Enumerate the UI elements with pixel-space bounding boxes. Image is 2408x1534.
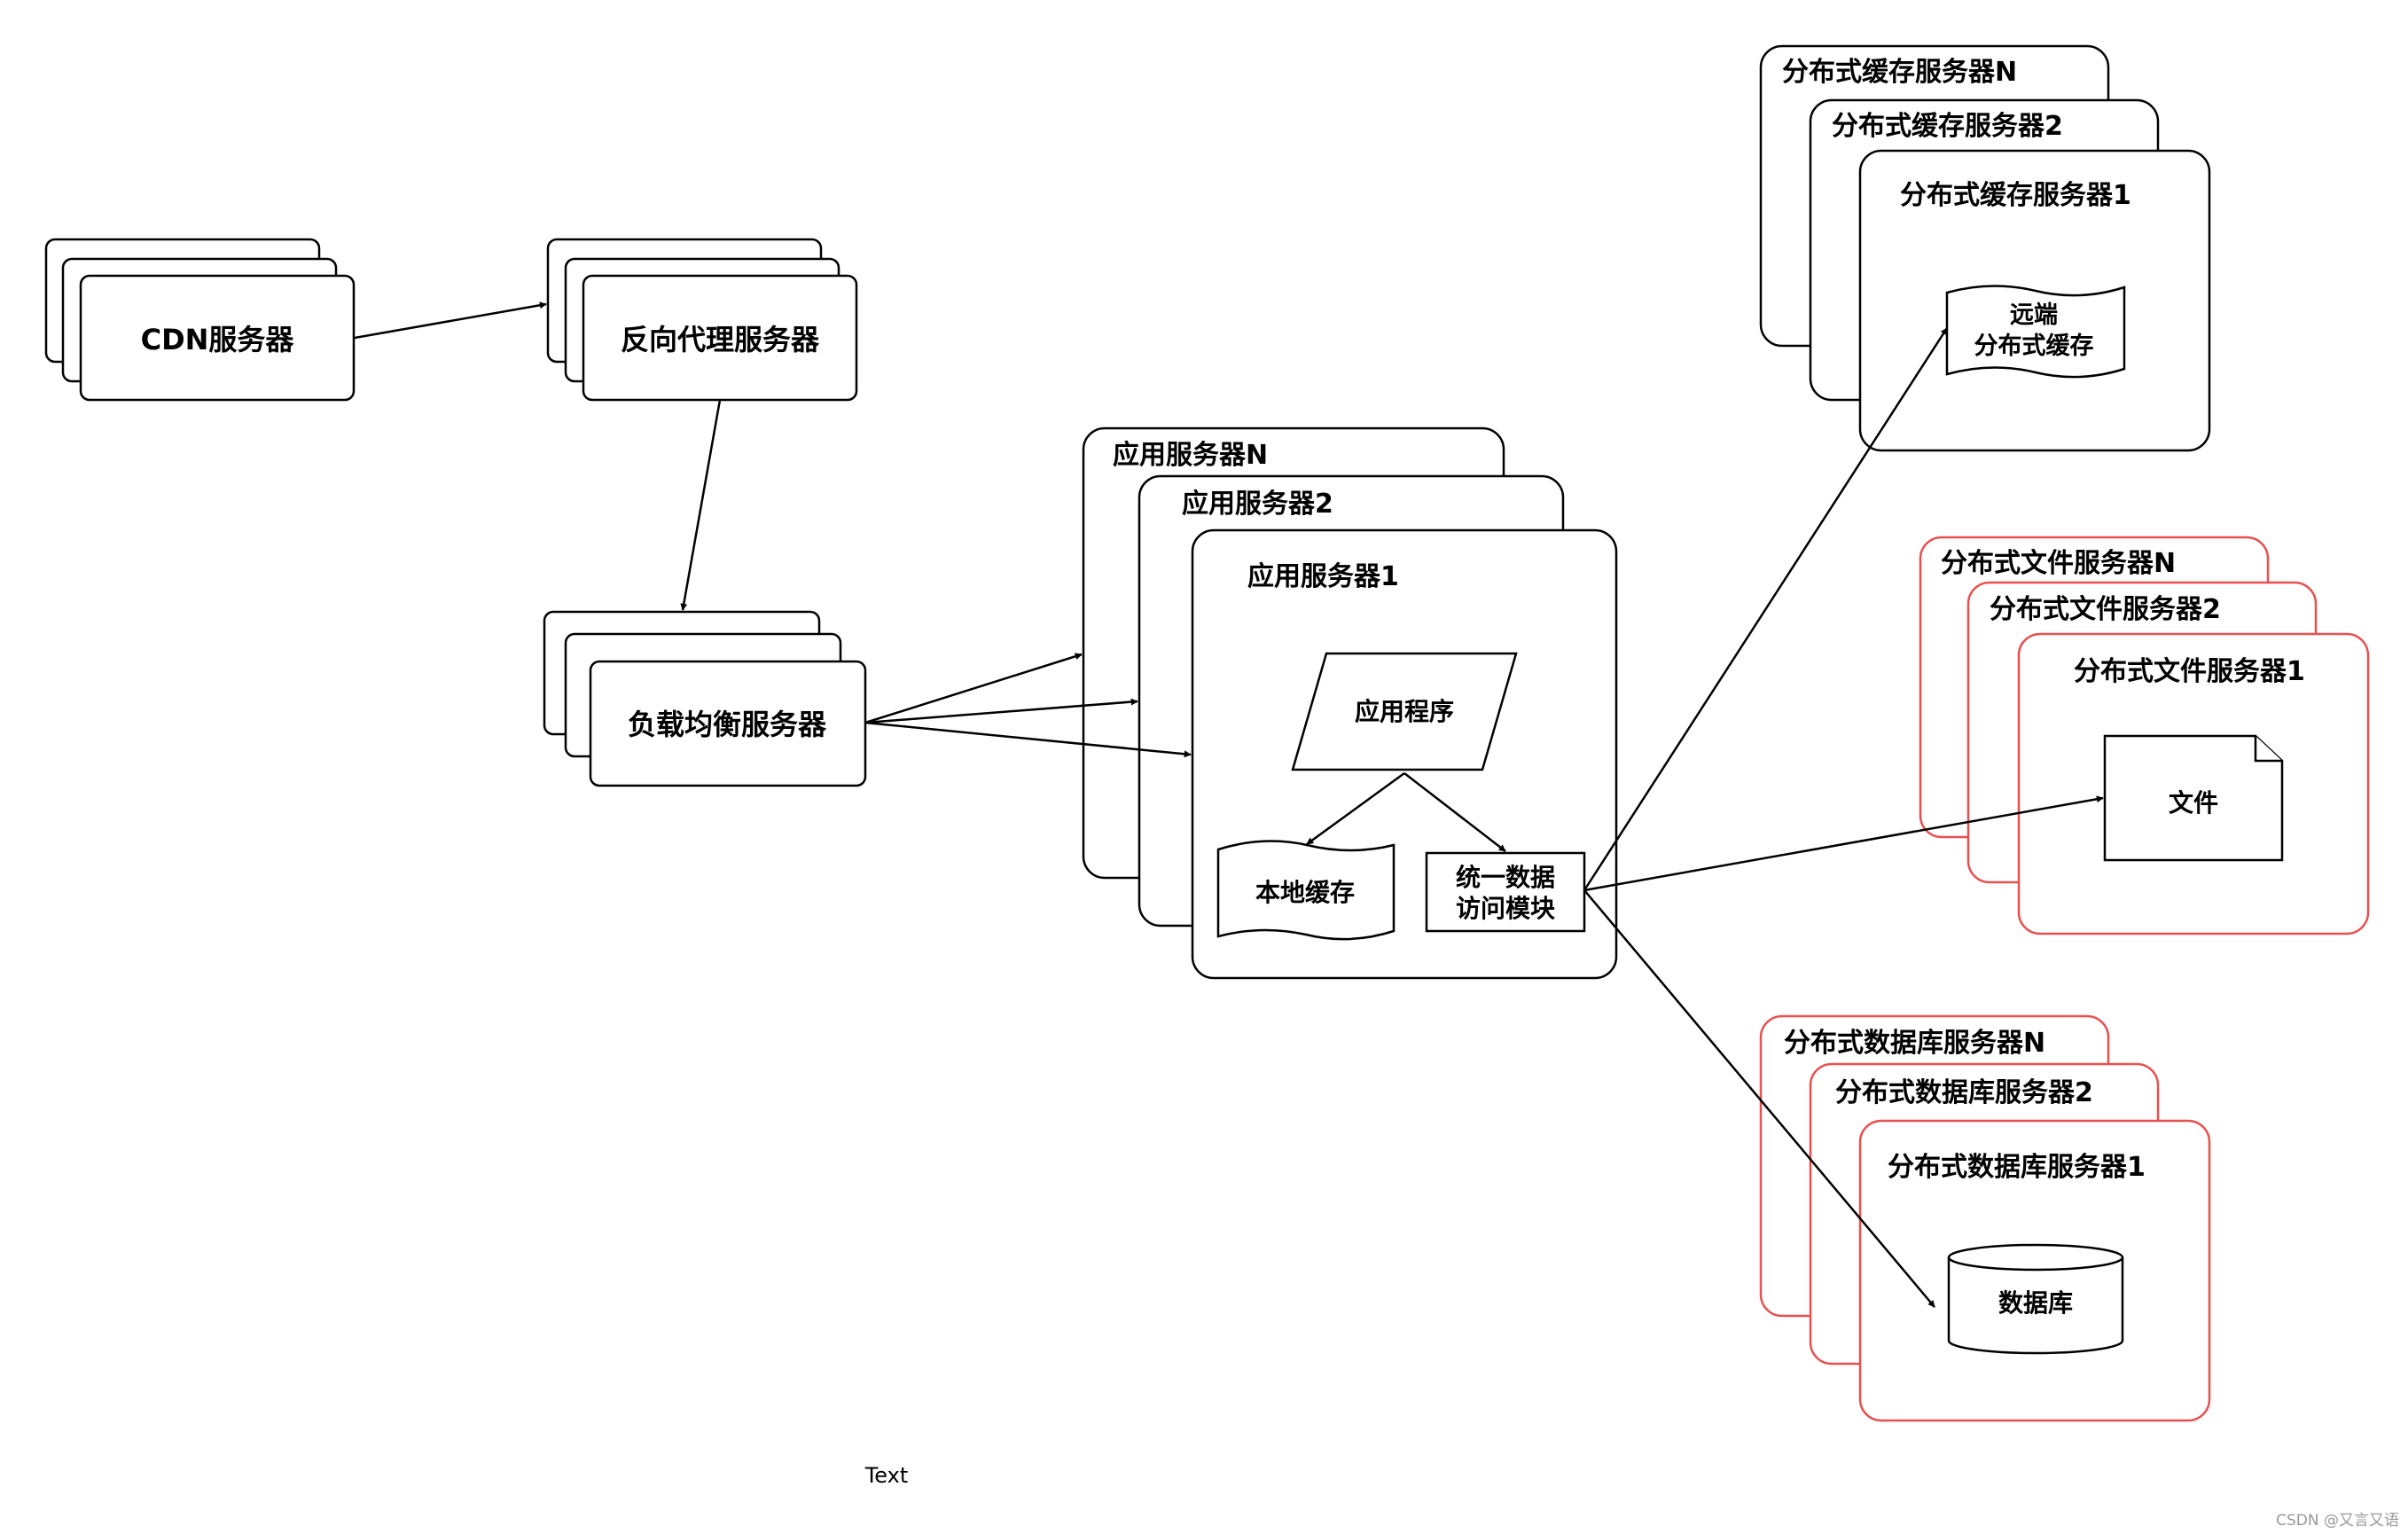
database-label: 数据库: [1998, 1288, 2073, 1318]
reverse-proxy-stack[interactable]: 反向代理服务器: [546, 238, 858, 402]
file-server-2-label: 分布式文件服务器2: [1990, 594, 2221, 625]
file-node[interactable]: 文件: [2103, 734, 2284, 862]
remote-cache-node[interactable]: 远端 分布式缓存: [1945, 285, 2126, 379]
edge-data-access-to-database: [1583, 889, 1935, 1308]
edge-app-to-local-cache: [1306, 771, 1405, 846]
cache-server-2-label: 分布式缓存服务器2: [1832, 111, 2063, 142]
edge-lb-to-app-1: [864, 721, 1192, 758]
app-server-2-label: 应用服务器2: [1182, 489, 1333, 520]
reverse-proxy-label: 反向代理服务器: [621, 323, 820, 356]
load-balancer-stack[interactable]: 负载均衡服务器: [543, 610, 867, 787]
load-balancer-label: 负载均衡服务器: [628, 708, 827, 741]
remote-cache-label-line1: 远端: [2010, 301, 2058, 329]
database-node[interactable]: 数据库: [1947, 1243, 2124, 1355]
app-server-1-label: 应用服务器1: [1247, 561, 1399, 592]
db-server-1-label: 分布式数据库服务器1: [1888, 1152, 2146, 1183]
db-server-n-label: 分布式数据库服务器N: [1784, 1028, 2045, 1059]
cache-server-1-label: 分布式缓存服务器1: [1900, 180, 2131, 211]
cache-server-n-label: 分布式缓存服务器N: [1782, 57, 2017, 88]
file-server-n-label: 分布式文件服务器N: [1941, 548, 2176, 579]
cdn-server-label: CDN服务器: [141, 323, 295, 356]
data-access-module[interactable]: 统一数据 访问模块: [1425, 851, 1586, 933]
edge-data-access-to-file: [1583, 795, 2104, 892]
data-access-label-line2: 访问模块: [1456, 894, 1555, 923]
remote-cache-label-line2: 分布式缓存: [1974, 333, 2094, 360]
edge-lb-to-app-2: [864, 698, 1138, 724]
edge-data-access-to-remote-cache: [1583, 327, 1949, 891]
file-server-1-label: 分布式文件服务器1: [2074, 656, 2305, 687]
free-text-label: Text: [864, 1463, 909, 1488]
app-server-n-label: 应用服务器N: [1113, 440, 1268, 471]
watermark-text: CSDN @又言又语: [2276, 1512, 2399, 1530]
data-access-label-line1: 统一数据: [1456, 863, 1555, 892]
db-server-stack[interactable]: 分布式数据库服务器N 分布式数据库服务器2 分布式数据库服务器1: [1759, 1014, 2211, 1422]
edge-lb-to-app-n: [864, 653, 1083, 724]
file-label: 文件: [2169, 788, 2218, 818]
local-cache-label: 本地缓存: [1255, 878, 1355, 907]
local-cache-node[interactable]: 本地缓存: [1216, 840, 1396, 941]
application-node[interactable]: 应用程序: [1291, 652, 1518, 771]
db-server-2-label: 分布式数据库服务器2: [1835, 1077, 2093, 1108]
application-label: 应用程序: [1355, 697, 1454, 726]
cdn-server-stack[interactable]: CDN服务器: [44, 238, 356, 402]
edge-cdn-to-proxy: [354, 301, 547, 340]
connectors: [354, 301, 2104, 1308]
edge-proxy-to-lb: [680, 399, 722, 611]
edge-app-to-data-access: [1403, 772, 1506, 852]
cache-server-stack[interactable]: 分布式缓存服务器N 分布式缓存服务器2 分布式缓存服务器1: [1759, 44, 2211, 452]
